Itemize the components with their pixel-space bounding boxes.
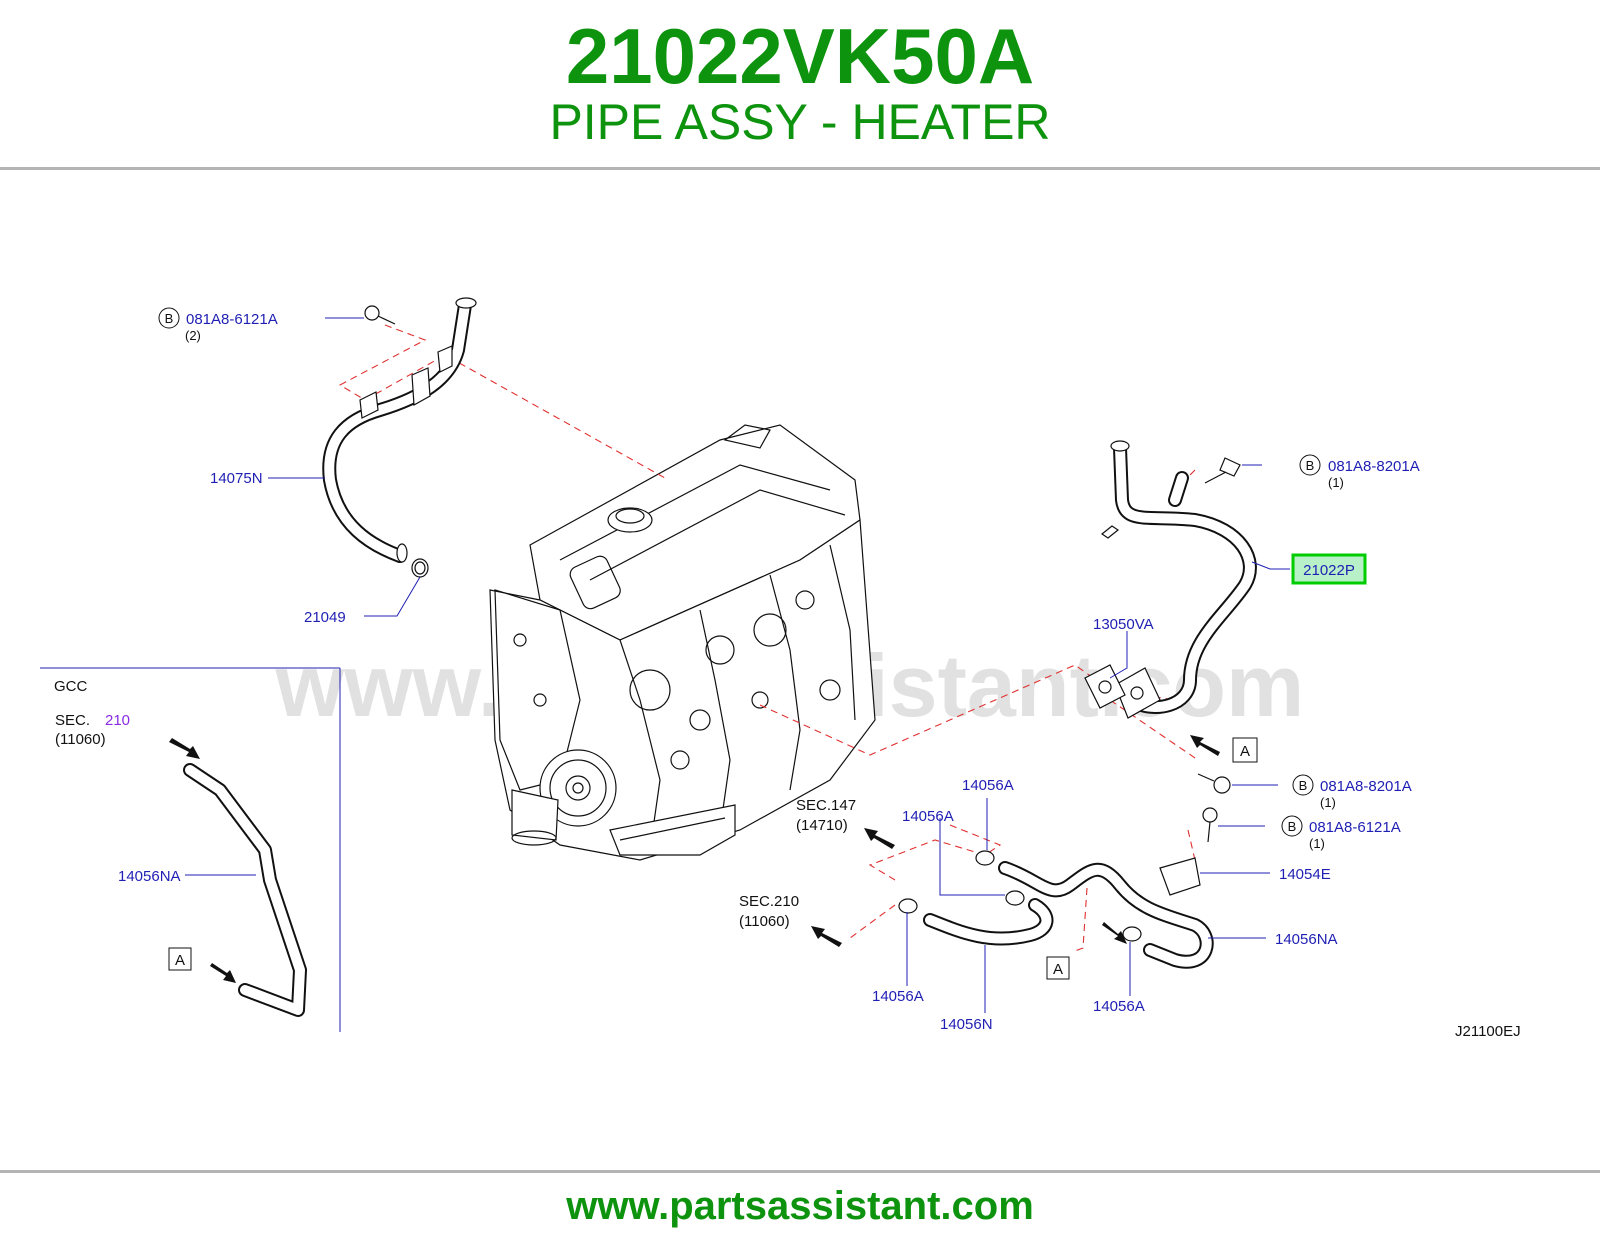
callout-14056a-bottom-left[interactable]: 14056A bbox=[872, 988, 924, 1005]
callout-21049[interactable]: 21049 bbox=[304, 609, 346, 626]
parts-diagram: www.partsassistant.com bbox=[40, 297, 1521, 1040]
callout-14056a-top[interactable]: 14056A bbox=[962, 777, 1014, 794]
callout-14075n[interactable]: 14075N bbox=[210, 470, 263, 487]
callout-bolt-081a8-6121a-top[interactable]: B 081A8-6121A (2) bbox=[158, 307, 278, 343]
qty-label: (1) bbox=[1309, 836, 1325, 851]
svg-text:A: A bbox=[1240, 743, 1250, 760]
callout-14056a-mid[interactable]: 14056A bbox=[902, 808, 954, 825]
gcc-inset: GCC SEC. 210 (11060) 14056NA A bbox=[40, 667, 341, 1032]
callout-sec-210[interactable]: SEC.210 (11060) bbox=[739, 893, 799, 930]
diagram-code: J21100EJ bbox=[1455, 1023, 1521, 1040]
footer-divider bbox=[0, 1170, 1600, 1173]
pipe-21022p-illustration bbox=[1084, 440, 1257, 896]
part-label: 081A8-8201A bbox=[1320, 778, 1412, 795]
inset-ref-a: A bbox=[175, 952, 185, 969]
ref-a-right: A bbox=[1232, 737, 1258, 763]
part-label: 081A8-8201A bbox=[1328, 458, 1420, 475]
part-label: 081A8-6121A bbox=[186, 311, 278, 328]
inset-title: GCC bbox=[54, 678, 88, 695]
sec-sub: (11060) bbox=[739, 913, 790, 930]
callout-14056n[interactable]: 14056N bbox=[940, 1016, 993, 1033]
page-header: 21022VK50A PIPE ASSY - HEATER bbox=[0, 0, 1600, 168]
callout-21022p-highlighted[interactable]: 21022P bbox=[1291, 553, 1367, 585]
part-label: 081A8-6121A bbox=[1309, 819, 1401, 836]
callout-sec-147[interactable]: SEC.147 (14710) bbox=[796, 797, 856, 834]
callout-bolt-081a8-8201a-top[interactable]: B 081A8-8201A (1) bbox=[1299, 454, 1420, 490]
header-divider bbox=[0, 167, 1600, 170]
part-label: 21022P bbox=[1303, 562, 1355, 579]
qty-label: (1) bbox=[1320, 795, 1336, 810]
leader-lines bbox=[185, 317, 1290, 1013]
callout-13050va[interactable]: 13050VA bbox=[1093, 616, 1154, 633]
svg-text:A: A bbox=[1053, 961, 1063, 978]
callout-14054e[interactable]: 14054E bbox=[1279, 866, 1331, 883]
b-marker: B bbox=[165, 311, 174, 326]
sec-label: SEC.210 bbox=[739, 893, 799, 910]
qty-label: (1) bbox=[1328, 475, 1344, 490]
b-marker: B bbox=[1299, 778, 1308, 793]
ref-a-bottom: A bbox=[1046, 956, 1070, 980]
sec-label: SEC.147 bbox=[796, 797, 856, 814]
pipe-14075n-illustration bbox=[322, 297, 477, 578]
direction-arrows bbox=[169, 735, 1220, 983]
sec-sub: (14710) bbox=[796, 817, 848, 834]
inset-sec-number: 210 bbox=[105, 712, 130, 729]
qty-label: (2) bbox=[185, 328, 201, 343]
inset-part-14056na: 14056NA bbox=[118, 868, 181, 885]
callout-bolt-081a8-6121a-low[interactable]: B 081A8-6121A (1) bbox=[1281, 815, 1401, 851]
bottom-hoses-illustration bbox=[898, 850, 1214, 969]
footer-url-link[interactable]: www.partsassistant.com bbox=[566, 1184, 1034, 1228]
callout-14056na-right[interactable]: 14056NA bbox=[1275, 931, 1338, 948]
b-marker: B bbox=[1306, 458, 1315, 473]
engine-block-illustration bbox=[489, 424, 876, 861]
callout-14056a-bottom-right[interactable]: 14056A bbox=[1093, 998, 1145, 1015]
inset-sec-prefix: SEC. bbox=[55, 712, 90, 729]
part-name-subtitle: PIPE ASSY - HEATER bbox=[549, 94, 1051, 150]
callout-bolt-081a8-8201a-mid[interactable]: B 081A8-8201A (1) bbox=[1292, 774, 1412, 810]
part-number-title: 21022VK50A bbox=[565, 12, 1035, 100]
b-marker: B bbox=[1288, 819, 1297, 834]
inset-sec-sub: (11060) bbox=[55, 731, 106, 748]
